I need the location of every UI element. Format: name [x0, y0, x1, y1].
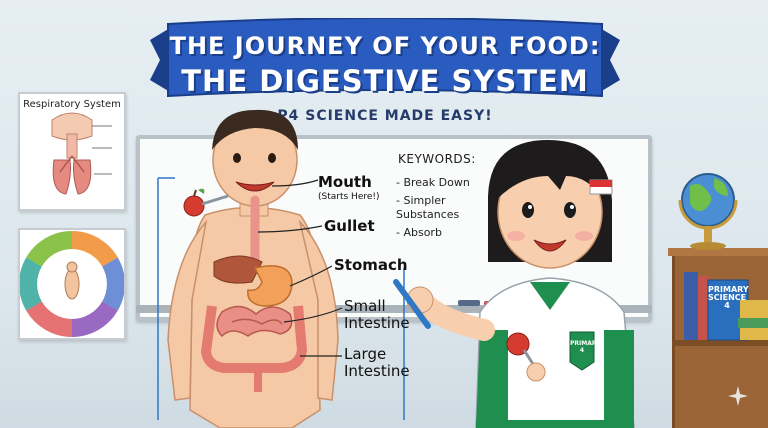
whiteboard-tray — [136, 305, 652, 313]
bookshelf-top — [668, 248, 768, 256]
keyword-item: - Simpler Substances — [396, 194, 460, 221]
organ-cycle-diagram — [19, 231, 125, 337]
keyword-item: - Break Down — [396, 176, 470, 189]
label-gullet: Gullet — [324, 217, 375, 235]
banner-title-line-2: THE DIGESTIVE SYSTEM — [181, 64, 589, 98]
label-small-intestine: Small Intestine — [344, 297, 410, 332]
primary-science-book: PRIMARY SCIENCE 4 — [708, 285, 749, 310]
respiratory-poster-label: Respiratory System — [23, 99, 121, 110]
organ-cycle-poster — [18, 228, 126, 340]
sparkle-icon — [728, 386, 748, 406]
label-large-intestine: Large Intestine — [344, 345, 410, 380]
respiratory-diagram — [51, 112, 112, 195]
label-stomach: Stomach — [334, 256, 408, 274]
subtitle: P4 SCIENCE MADE EASY! — [277, 108, 493, 124]
bookshelf-board — [672, 340, 768, 346]
keywords-list: - Break Down - Simpler Substances - Abso… — [396, 176, 470, 244]
respiratory-poster: Respiratory System — [18, 92, 126, 211]
keyword-item: - Absorb — [396, 226, 442, 239]
banner-title-line-1: THE JOURNEY OF YOUR FOOD: — [169, 32, 601, 60]
keywords-title: KEYWORDS: — [398, 152, 476, 166]
label-mouth-note: (Starts Here!) — [318, 192, 380, 202]
banner-ribbon — [150, 18, 620, 98]
uniform-badge: PRIMARY 4 — [570, 340, 601, 354]
title-banner: THE JOURNEY OF YOUR FOOD: THE DIGESTIVE … — [150, 18, 620, 102]
label-mouth: Mouth — [318, 173, 372, 191]
